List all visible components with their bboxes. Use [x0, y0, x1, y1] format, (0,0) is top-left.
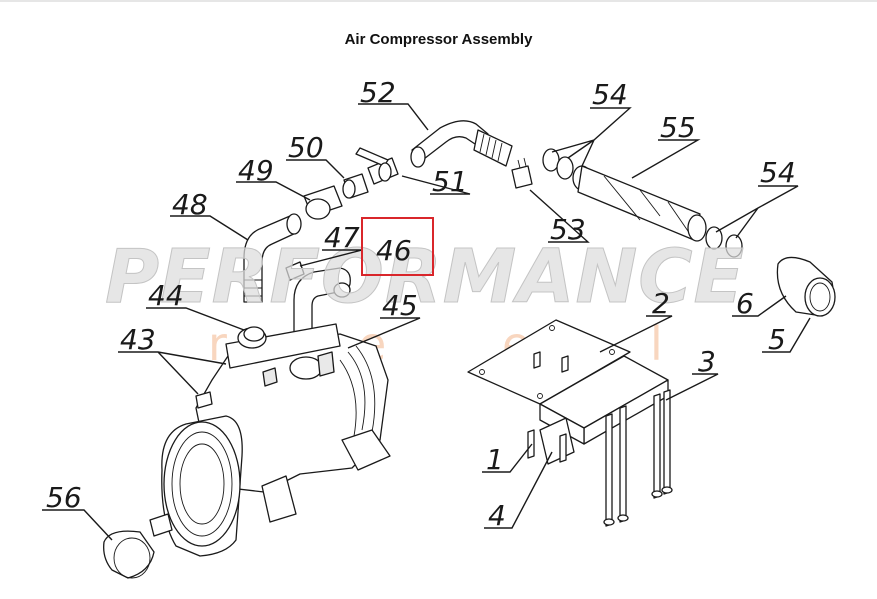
part-label-50: 50 [288, 131, 324, 164]
part-label-49: 49 [238, 154, 274, 187]
pipe-fittings-drawing [243, 120, 836, 345]
part-label-4: 4 [488, 499, 506, 532]
part-label-2: 2 [652, 287, 670, 320]
page-title: Air Compressor Assembly [344, 31, 533, 48]
part-label-47: 47 [324, 221, 360, 254]
part-labels: 52 54 55 50 49 51 48 53 54 47 46 44 45 4… [46, 76, 796, 532]
part-label-48: 48 [172, 188, 208, 221]
part-label-1: 1 [486, 443, 504, 476]
part-label-5: 5 [768, 323, 786, 356]
mounting-bracket-drawing [467, 319, 673, 527]
leader-lines [42, 103, 811, 541]
top-divider [0, 0, 877, 2]
part-label-3: 3 [698, 345, 716, 378]
highlight-box-part-46 [361, 217, 434, 276]
part-label-44: 44 [148, 279, 184, 312]
performance-watermark: PERFORMANCE r e e l [105, 234, 745, 372]
part-label-6: 6 [736, 287, 754, 320]
svg-text:PERFORMANCE: PERFORMANCE [105, 234, 745, 320]
part-label-54-upper: 54 [592, 78, 628, 111]
part-label-53: 53 [550, 213, 586, 246]
part-label-55: 55 [660, 111, 696, 144]
part-label-54-right: 54 [760, 156, 796, 189]
svg-text:l: l [650, 317, 663, 371]
part-label-45: 45 [382, 289, 418, 322]
part-label-52: 52 [360, 76, 396, 109]
part-label-56: 56 [46, 481, 82, 514]
svg-text:r: r [208, 317, 227, 371]
part-label-43: 43 [120, 323, 156, 356]
compressor-drawing [103, 323, 391, 579]
part-label-46: 46 [376, 234, 412, 267]
part-label-51: 51 [432, 165, 468, 198]
